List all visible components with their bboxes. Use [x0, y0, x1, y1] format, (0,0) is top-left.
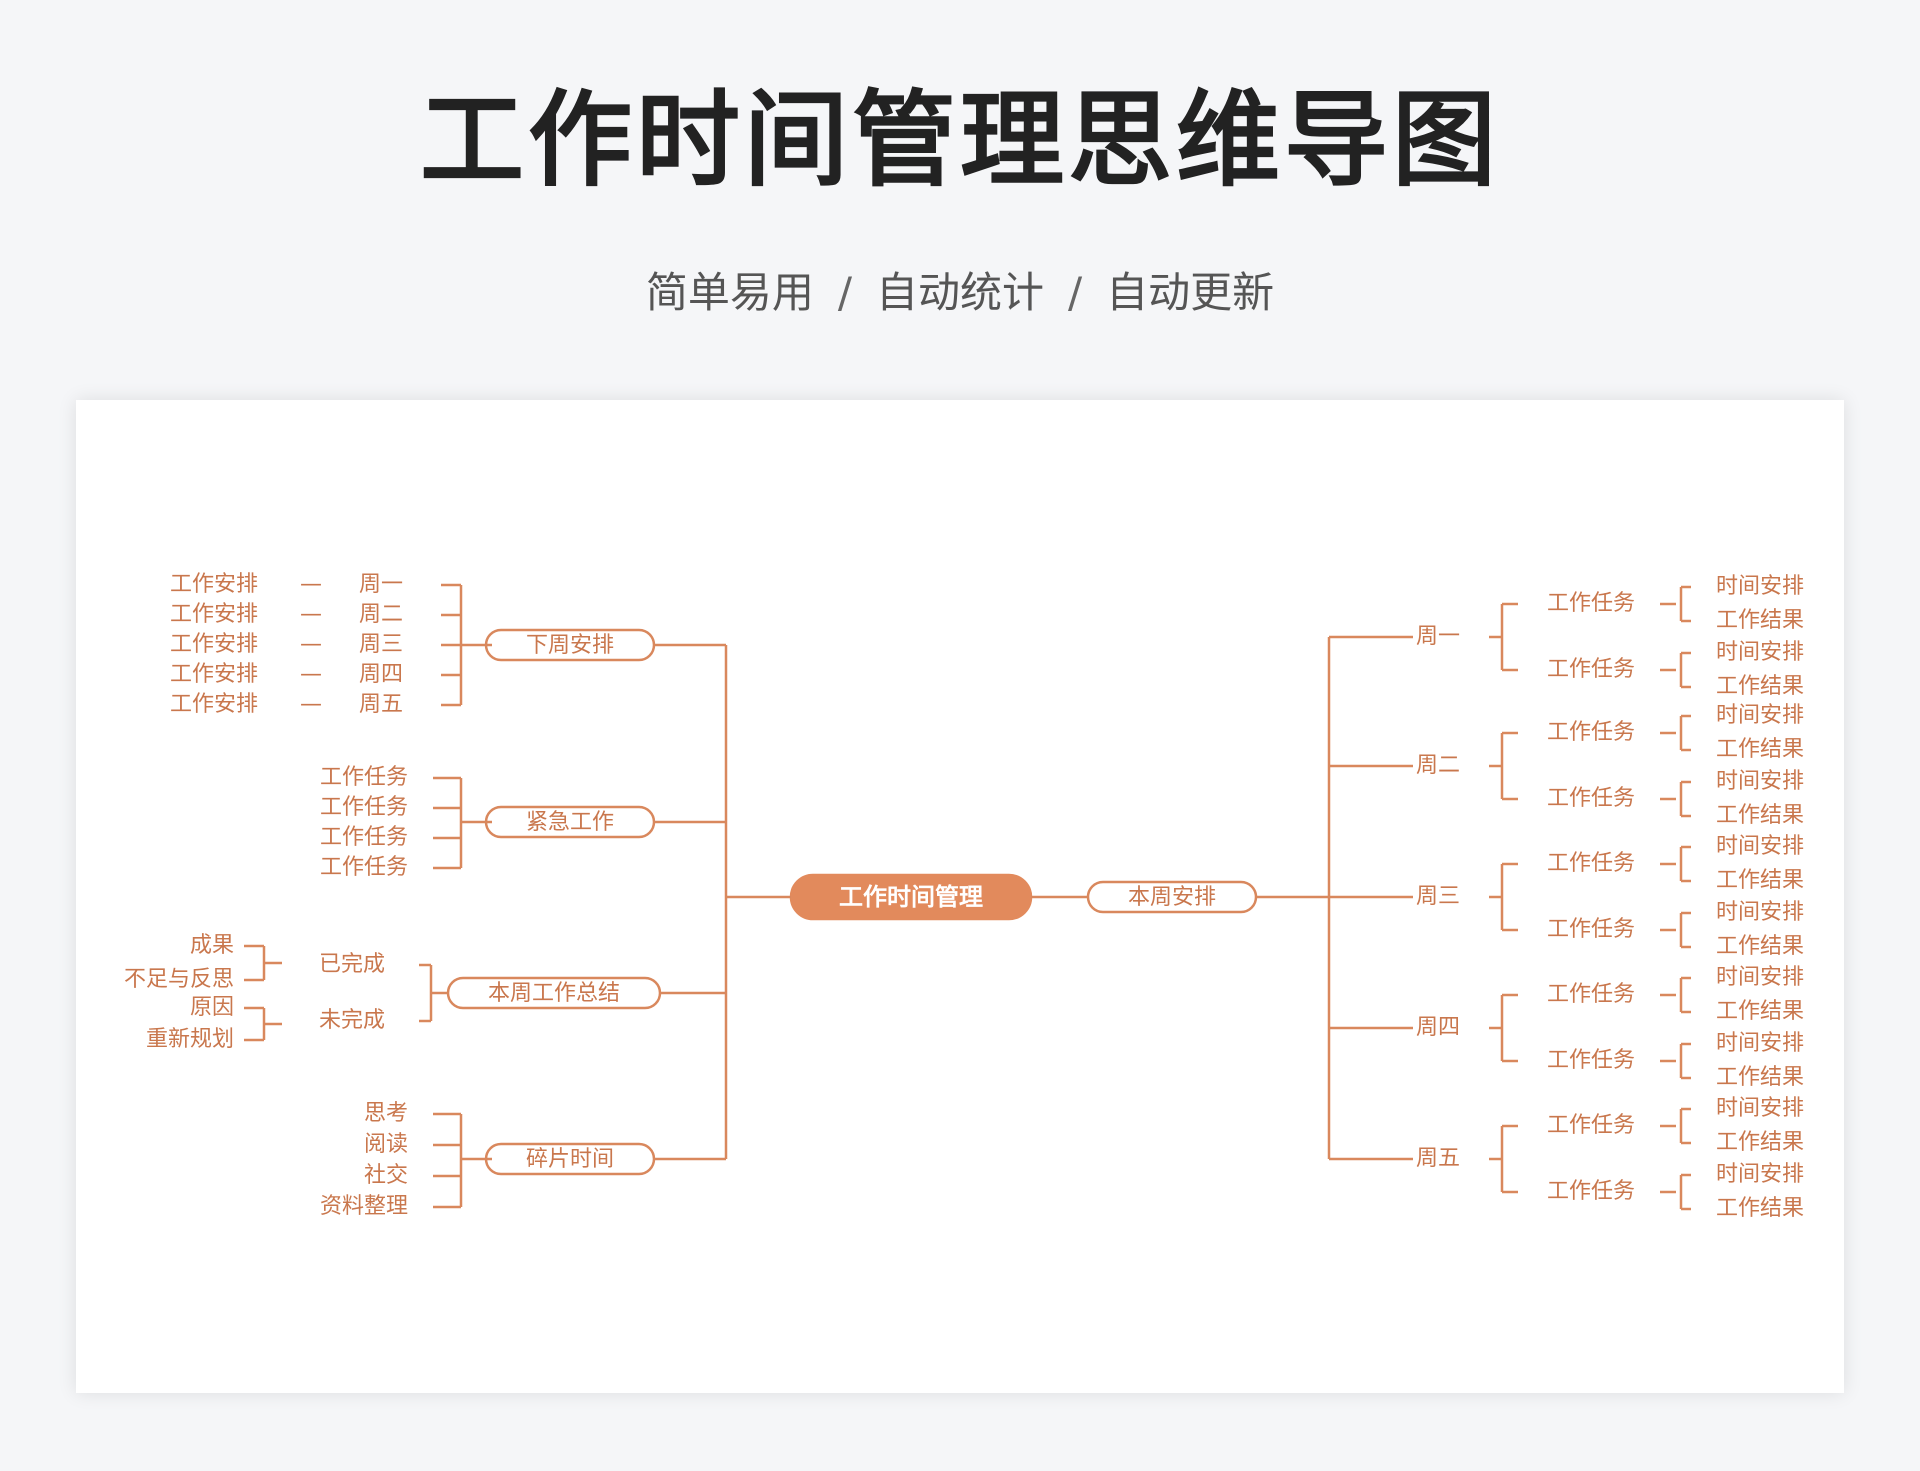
this-week-task-label: 工作任务	[1547, 917, 1635, 942]
this-week-task-label: 工作任务	[1547, 982, 1635, 1007]
urgent-task-label: 工作任务	[320, 765, 408, 790]
this-week-task-label: 工作任务	[1547, 1113, 1635, 1138]
next-week-day-label: 周二	[359, 602, 403, 627]
this-week-task-label: 工作任务	[1547, 1048, 1635, 1073]
this-week-sub-label: 工作结果	[1716, 608, 1804, 633]
next-week-dash: —	[300, 632, 322, 657]
branch-next-week-label: 下周安排	[526, 633, 614, 658]
next-week-dash: —	[300, 662, 322, 687]
this-week-day-label: 周一	[1416, 624, 1460, 649]
next-week-task-label: 工作安排	[170, 692, 258, 717]
this-week-sub-label: 工作结果	[1716, 737, 1804, 762]
center-node-label: 工作时间管理	[839, 883, 983, 911]
this-week-sub-label: 时间安排	[1716, 769, 1804, 794]
this-week-sub-label: 时间安排	[1716, 900, 1804, 925]
next-week-dash: —	[300, 692, 322, 717]
subtitle-item-update: 自动更新	[1106, 268, 1275, 317]
summary-undone-label: 未完成	[319, 1008, 385, 1033]
this-week-day-label: 周四	[1416, 1015, 1460, 1040]
next-week-task-label: 工作安排	[170, 662, 258, 687]
this-week-task-label: 工作任务	[1547, 591, 1635, 616]
branch-summary-label: 本周工作总结	[488, 981, 620, 1006]
this-week-sub-label: 时间安排	[1716, 703, 1804, 728]
this-week-sub-label: 工作结果	[1716, 999, 1804, 1024]
this-week-sub-label: 工作结果	[1716, 934, 1804, 959]
summary-done-label: 已完成	[319, 952, 385, 977]
branch-fragment-label: 碎片时间	[526, 1147, 614, 1172]
branch-this-week-label: 本周安排	[1128, 885, 1216, 910]
summary-done-item-label: 成果	[190, 933, 234, 958]
urgent-task-label: 工作任务	[320, 795, 408, 820]
this-week-sub-label: 时间安排	[1716, 1096, 1804, 1121]
page-subtitle: 简单易用 / 自动统计 / 自动更新	[0, 268, 1920, 318]
summary-undone-item-label: 原因	[190, 995, 234, 1020]
page-title: 工作时间管理思维导图	[419, 79, 1500, 201]
next-week-dash: —	[300, 602, 322, 627]
next-week-day-label: 周一	[359, 572, 403, 597]
this-week-sub-label: 时间安排	[1716, 1162, 1804, 1187]
next-week-task-label: 工作安排	[170, 602, 258, 627]
this-week-sub-label: 时间安排	[1716, 1031, 1804, 1056]
this-week-sub-label: 工作结果	[1716, 1065, 1804, 1090]
this-week-sub-label: 时间安排	[1716, 965, 1804, 990]
subtitle-separator: /	[1068, 268, 1083, 317]
urgent-task-label: 工作任务	[320, 855, 408, 880]
summary-undone-item-label: 重新规划	[146, 1027, 234, 1052]
subtitle-item-stats: 自动统计	[875, 268, 1044, 317]
fragment-item-label: 社交	[364, 1163, 408, 1188]
next-week-task-label: 工作安排	[170, 632, 258, 657]
this-week-day-label: 周二	[1416, 753, 1460, 778]
mindmap-diagram: 工作时间管理下周安排工作安排—周一工作安排—周二工作安排—周三工作安排—周四工作…	[124, 572, 1804, 1221]
this-week-sub-label: 时间安排	[1716, 640, 1804, 665]
next-week-day-label: 周三	[359, 632, 403, 657]
this-week-sub-label: 工作结果	[1716, 674, 1804, 699]
subtitle-item-easy: 简单易用	[645, 268, 814, 317]
this-week-day-label: 周五	[1416, 1146, 1460, 1171]
this-week-sub-label: 工作结果	[1716, 803, 1804, 828]
this-week-day-label: 周三	[1416, 884, 1460, 909]
this-week-sub-label: 时间安排	[1716, 574, 1804, 599]
this-week-task-label: 工作任务	[1547, 1179, 1635, 1204]
fragment-item-label: 资料整理	[320, 1194, 408, 1219]
mindmap-card: 工作时间管理下周安排工作安排—周一工作安排—周二工作安排—周三工作安排—周四工作…	[76, 400, 1844, 1393]
this-week-task-label: 工作任务	[1547, 851, 1635, 876]
this-week-task-label: 工作任务	[1547, 657, 1635, 682]
this-week-task-label: 工作任务	[1547, 720, 1635, 745]
this-week-sub-label: 工作结果	[1716, 1130, 1804, 1155]
subtitle-separator: /	[837, 268, 852, 317]
next-week-day-label: 周五	[359, 692, 403, 717]
this-week-sub-label: 工作结果	[1716, 1196, 1804, 1221]
next-week-dash: —	[300, 572, 322, 597]
branch-urgent-label: 紧急工作	[526, 810, 614, 835]
urgent-task-label: 工作任务	[320, 825, 408, 850]
this-week-task-label: 工作任务	[1547, 786, 1635, 811]
next-week-day-label: 周四	[359, 662, 403, 687]
this-week-sub-label: 工作结果	[1716, 868, 1804, 893]
fragment-item-label: 思考	[364, 1101, 408, 1126]
this-week-sub-label: 时间安排	[1716, 834, 1804, 859]
fragment-item-label: 阅读	[364, 1132, 408, 1157]
summary-done-item-label: 不足与反思	[124, 967, 234, 992]
next-week-task-label: 工作安排	[170, 572, 258, 597]
